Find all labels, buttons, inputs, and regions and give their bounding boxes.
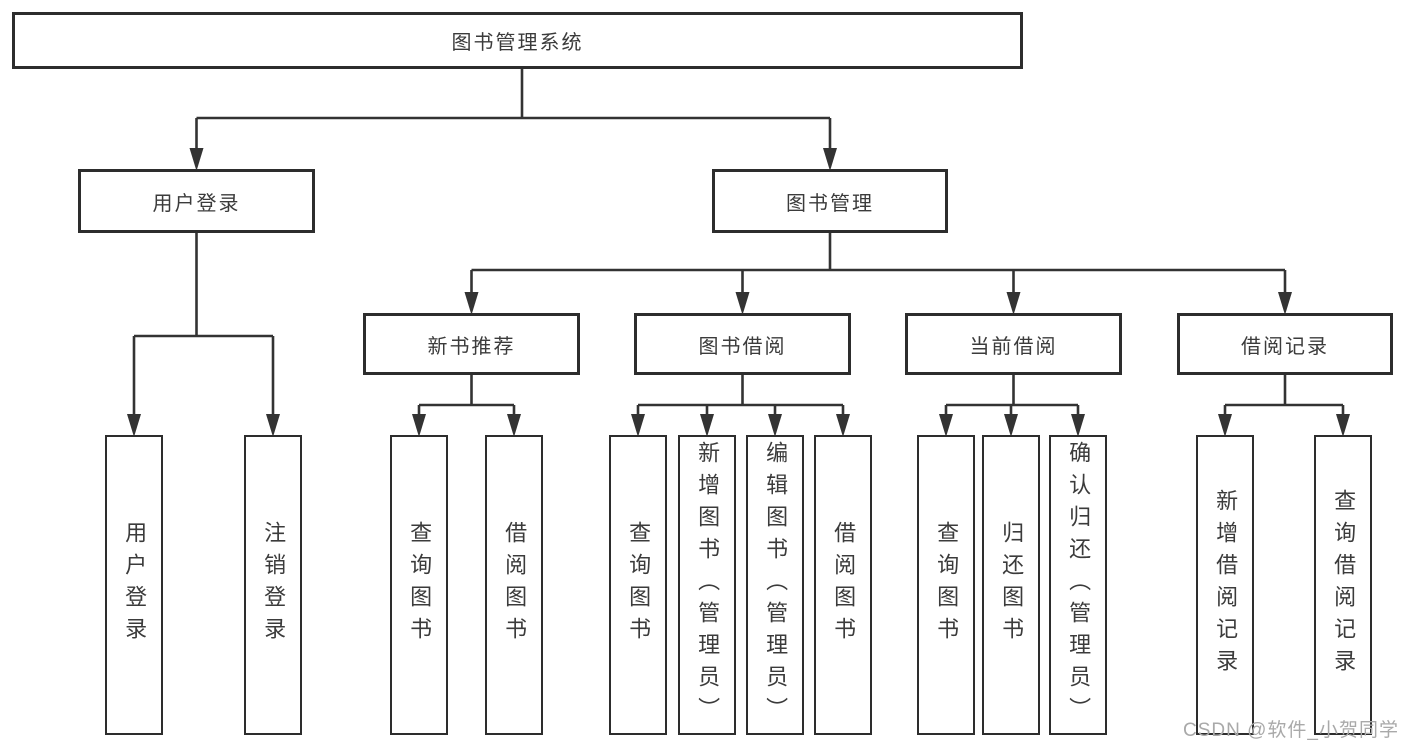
- node-query-books-borrow: 查询图书: [609, 435, 667, 735]
- node-user-login: 用户登录: [78, 169, 315, 233]
- leaf-label: 归还图书: [999, 521, 1025, 649]
- leaf-label: 借阅图书: [831, 521, 857, 649]
- leaf-label: 查询借阅记录: [1331, 489, 1357, 681]
- node-query-books-current: 查询图书: [917, 435, 975, 735]
- watermark: CSDN @软件_小贺同学: [1183, 720, 1399, 741]
- node-borrow-records-label: 借阅记录: [1241, 335, 1329, 358]
- leaf-label: 查询图书: [407, 521, 433, 649]
- node-return-books: 归还图书: [982, 435, 1040, 735]
- leaf-label: 编辑图书（管理员）: [763, 441, 789, 729]
- node-current-borrow: 当前借阅: [905, 313, 1122, 375]
- arrowheads: [127, 148, 1350, 437]
- node-book-management-label: 图书管理: [786, 192, 874, 215]
- node-current-borrow-label: 当前借阅: [969, 335, 1058, 358]
- node-add-books-admin: 新增图书（管理员）: [678, 435, 736, 735]
- leaf-label: 注销登录: [261, 521, 287, 649]
- node-borrow-books-2: 借阅图书: [814, 435, 872, 735]
- node-root-label: 图书管理系统: [451, 32, 584, 54]
- leaf-label: 新增借阅记录: [1213, 489, 1239, 681]
- leaf-label: 新增图书（管理员）: [695, 441, 721, 729]
- node-user-login-leaf: 用户登录: [105, 435, 163, 735]
- node-query-borrow-record: 查询借阅记录: [1314, 435, 1372, 735]
- node-new-book-recommend-label: 新书推荐: [427, 335, 516, 358]
- node-query-books-recommend: 查询图书: [390, 435, 448, 735]
- leaf-label: 用户登录: [122, 521, 148, 649]
- node-confirm-return-admin: 确认归还（管理员）: [1049, 435, 1107, 735]
- node-edit-books-admin: 编辑图书（管理员）: [746, 435, 804, 735]
- node-book-borrow-label: 图书借阅: [698, 335, 787, 358]
- node-root: 图书管理系统: [12, 12, 1023, 69]
- node-book-borrow: 图书借阅: [634, 313, 851, 375]
- node-book-management: 图书管理: [712, 169, 948, 233]
- node-new-book-recommend: 新书推荐: [363, 313, 580, 375]
- node-logout: 注销登录: [244, 435, 302, 735]
- node-borrow-records: 借阅记录: [1177, 313, 1393, 375]
- leaf-label: 查询图书: [626, 521, 652, 649]
- node-user-login-label: 用户登录: [152, 192, 241, 215]
- node-add-borrow-record: 新增借阅记录: [1196, 435, 1254, 735]
- leaf-label: 查询图书: [934, 521, 960, 649]
- leaf-label: 借阅图书: [502, 521, 528, 649]
- leaf-label: 确认归还（管理员）: [1066, 441, 1092, 729]
- node-borrow-books-recommend: 借阅图书: [485, 435, 543, 735]
